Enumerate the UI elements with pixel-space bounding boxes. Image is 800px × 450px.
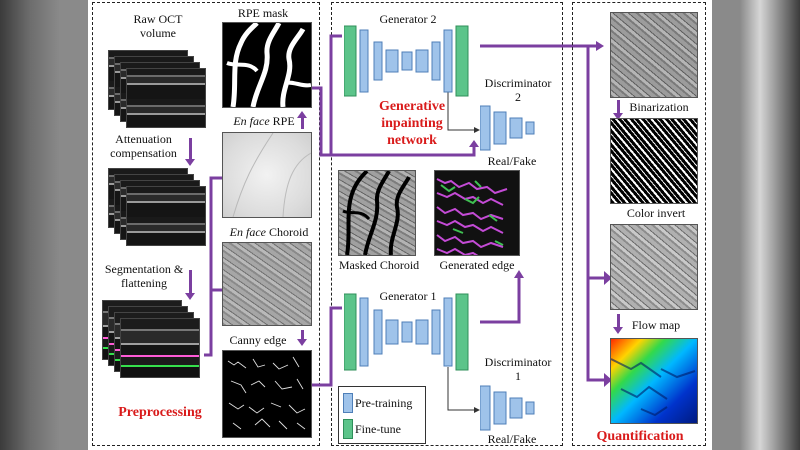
- arrow-choroid-to-canny: [297, 330, 307, 346]
- generated-edge-image: [434, 170, 520, 256]
- legend-finetune-label: Fine-tune: [355, 422, 401, 436]
- arrow-output-to-binarization: [613, 100, 623, 120]
- flow-map-image: [610, 338, 698, 424]
- discriminator2-network: [480, 105, 535, 151]
- legend-finetune-swatch: [343, 419, 353, 439]
- raw-oct-label: Raw OCT volume: [133, 12, 183, 40]
- discriminator2-label: Discriminator 2: [484, 76, 552, 104]
- generator2-network: [344, 25, 469, 97]
- quantification-connectors: [586, 46, 612, 387]
- generated-edge-pattern: [436, 178, 508, 255]
- arrow-attenuation-to-segmentation: [185, 270, 195, 300]
- binarization-label: Binarization: [629, 100, 689, 114]
- canny-edge-label: Canny edge: [229, 333, 287, 347]
- color-invert-label: Color invert: [626, 206, 686, 220]
- discriminator1-label: Discriminator 1: [484, 355, 552, 383]
- figure: Raw OCT volume Attenuation compensation …: [88, 0, 712, 450]
- quantification-title: Quantification: [596, 429, 684, 444]
- canny-edge-image: [222, 350, 312, 438]
- choroid-output-image: [610, 12, 698, 98]
- enface-rpe-vessels: [232, 133, 311, 217]
- real-fake-2-label: Real/Fake: [487, 154, 537, 168]
- arrow-rpe-to-mask: [297, 111, 307, 129]
- generated-edge-label: Generated edge: [439, 258, 515, 272]
- network-title: Generative inpainting network: [378, 99, 446, 148]
- arrow-raw-to-attenuation: [185, 138, 195, 166]
- real-fake-1-label: Real/Fake: [487, 432, 537, 446]
- enface-choroid-image: [222, 242, 312, 326]
- flow-map-texture: [611, 358, 696, 417]
- rpe-mask-label: RPE mask: [237, 6, 289, 20]
- enface-choroid-label: En face Choroid: [229, 225, 309, 239]
- color-invert-image: [610, 224, 698, 310]
- enface-rpe-image: [222, 132, 312, 218]
- masked-choroid-image: [338, 170, 416, 256]
- segmentation-label: Segmentation & flattening: [104, 262, 184, 290]
- rpe-mask-image: [222, 22, 312, 108]
- generator1-label: Generator 1: [379, 289, 437, 303]
- network-panel: [331, 2, 563, 446]
- masked-choroid-mask: [342, 171, 411, 255]
- binarization-image: [610, 118, 698, 204]
- preprocessing-panel: [92, 2, 320, 446]
- flow-map-label: Flow map: [631, 318, 681, 332]
- quantification-panel: [572, 2, 706, 446]
- legend-pretraining-swatch: [343, 393, 353, 413]
- masked-choroid-label: Masked Choroid: [338, 258, 420, 272]
- discriminator1-network: [480, 385, 535, 431]
- preprocessing-title: Preprocessing: [118, 405, 202, 420]
- legend-pretraining-label: Pre-training: [355, 396, 413, 410]
- network-connectors: [312, 34, 604, 413]
- canny-edge-pattern: [227, 356, 306, 430]
- attenuation-label: Attenuation compensation: [110, 132, 177, 160]
- legend: Pre-training Fine-tune: [338, 386, 426, 444]
- generator2-label: Generator 2: [379, 12, 437, 26]
- rpe-mask-vessels: [226, 23, 311, 107]
- generator1-network: [344, 293, 469, 371]
- arrow-invert-to-flow: [613, 314, 623, 334]
- enface-rpe-label: En face RPE: [233, 114, 295, 128]
